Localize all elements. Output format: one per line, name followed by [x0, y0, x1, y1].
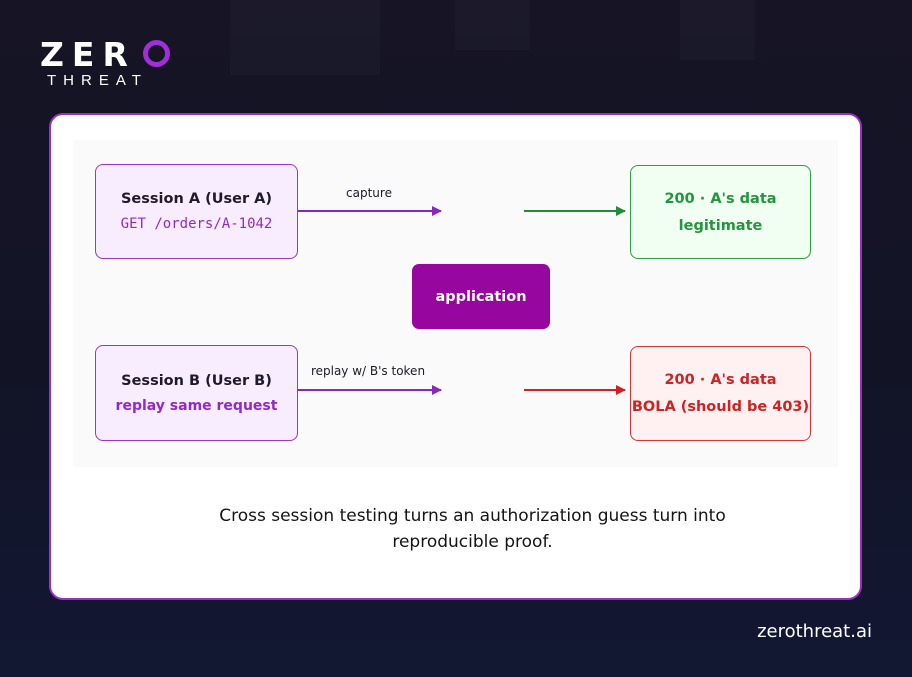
session-b-node: Session B (User B) replay same request — [95, 345, 298, 441]
result-a-status: 200 · A's data — [664, 190, 777, 207]
edge-label-capture: capture — [346, 186, 392, 200]
logo-ring-icon — [143, 40, 170, 67]
result-b-node: 200 · A's data BOLA (should be 403) — [630, 346, 811, 441]
session-a-request: GET /orders/A-1042 — [120, 216, 273, 232]
caption-line-2: reproducible proof. — [392, 532, 553, 552]
session-b-request: replay same request — [115, 397, 278, 414]
session-b-title: Session B (User B) — [121, 372, 272, 389]
logo-word: ZER — [40, 35, 136, 74]
session-a-node: Session A (User A) GET /orders/A-1042 — [95, 164, 298, 259]
caption-text: Cross session testing turns an authoriza… — [180, 503, 765, 555]
footer-domain-link[interactable]: zerothreat.ai — [757, 621, 872, 642]
session-a-title: Session A (User A) — [120, 191, 273, 207]
result-b-status: 200 · A's data — [664, 372, 777, 388]
application-node: application — [412, 264, 550, 329]
result-a-node: 200 · A's data legitimate — [630, 165, 811, 259]
caption-line-1: Cross session testing turns an authoriza… — [219, 506, 726, 526]
edge-label-replay: replay w/ B's token — [310, 364, 426, 378]
result-b-verdict: BOLA (should be 403) — [631, 399, 810, 415]
result-a-verdict: legitimate — [678, 217, 763, 234]
logo-subtitle: THREAT — [47, 72, 148, 89]
